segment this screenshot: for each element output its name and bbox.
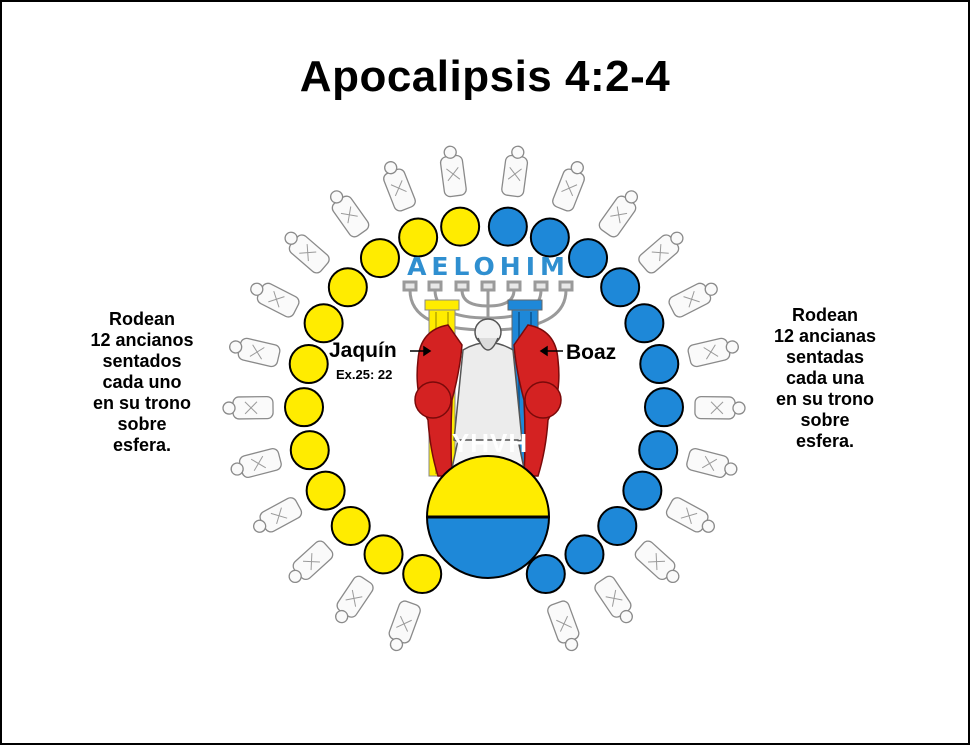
elder-sphere: [402, 554, 443, 595]
elder-right: [487, 145, 529, 247]
left-text-line: cada uno: [102, 372, 182, 392]
elder-sphere: [568, 238, 609, 279]
elder-figure-icon: [439, 145, 467, 198]
right-text-line: esfera.: [795, 431, 855, 451]
elder-sphere: [529, 217, 570, 258]
left-text-line: sobre: [117, 414, 167, 434]
jaquin-label: Jaquín: [329, 339, 397, 362]
right-text-line: cada una: [785, 368, 865, 388]
elder-left: [329, 190, 400, 279]
elder-sphere: [288, 344, 329, 385]
yhvh-label: YHVH: [451, 428, 529, 458]
jaquin-reference: Ex.25: 22: [336, 367, 393, 382]
elder-sphere: [284, 387, 325, 428]
elder-right: [564, 534, 633, 624]
elder-right: [639, 337, 739, 385]
elder-right: [568, 190, 639, 279]
elder-sphere: [303, 303, 344, 344]
right-text-line: sentadas: [785, 347, 865, 367]
elder-sphere: [327, 267, 368, 308]
elder-figure-icon: [665, 497, 715, 533]
elder-figure-icon: [638, 231, 684, 274]
elder-right: [525, 554, 580, 652]
elder-figure-icon: [687, 337, 739, 368]
elder-right: [597, 505, 680, 584]
elders-ring: [222, 145, 746, 652]
left-description: Rodean 12 ancianos sentados cada uno en …: [62, 309, 222, 456]
throne-sphere: [425, 455, 551, 579]
elder-sphere: [639, 344, 680, 385]
page-title: Apocalipsis 4:2-4: [299, 52, 671, 101]
boaz-label: Boaz: [566, 341, 617, 364]
elder-figure-icon: [284, 231, 330, 274]
elder-left: [253, 470, 346, 533]
elder-figure-icon: [686, 447, 738, 478]
elder-figure-icon: [598, 190, 639, 238]
right-text-line: en su trono: [776, 389, 874, 409]
right-text-line: 12 ancianas: [773, 326, 877, 346]
elder-figure-icon: [594, 575, 633, 624]
elder-left: [383, 161, 439, 258]
elder-figure-icon: [230, 447, 282, 478]
elder-figure-icon: [329, 190, 370, 238]
elder-left: [250, 282, 344, 344]
elder-sphere: [330, 505, 371, 546]
right-text-line: Rodean: [791, 305, 858, 325]
elder-figure-icon: [694, 395, 746, 420]
elder-sphere: [624, 303, 665, 344]
elder-sphere: [363, 534, 404, 575]
elder-left: [388, 554, 443, 652]
elder-figure-icon: [288, 540, 334, 584]
elder-left: [222, 387, 325, 428]
elder-right: [600, 231, 684, 308]
elder-figure-icon: [501, 145, 529, 198]
elder-right: [529, 161, 585, 258]
elder-figure-icon: [388, 600, 421, 652]
elder-figure-icon: [634, 540, 680, 584]
left-text-line: Rodean: [108, 309, 175, 329]
left-text-line: 12 ancianos: [90, 330, 194, 350]
elder-sphere: [487, 206, 528, 247]
elder-left: [284, 231, 368, 308]
elder-sphere: [600, 267, 641, 308]
elder-right: [643, 387, 746, 428]
elder-figure-icon: [668, 282, 718, 318]
left-text-line: esfera.: [112, 435, 172, 455]
elder-sphere: [398, 217, 439, 258]
elder-figure-icon: [250, 282, 300, 318]
elder-sphere: [359, 238, 400, 279]
elder-sphere: [289, 430, 330, 471]
elder-sphere: [440, 206, 481, 247]
aelohim-label: AELOHIM: [407, 252, 570, 281]
elder-figure-icon: [335, 575, 374, 624]
elder-left: [335, 534, 404, 624]
elder-sphere: [305, 470, 346, 511]
left-text-line: sentados: [102, 351, 182, 371]
elder-left: [230, 430, 330, 478]
elder-sphere: [622, 470, 663, 511]
elder-figure-icon: [222, 395, 274, 420]
elder-right: [638, 430, 738, 478]
elder-figure-icon: [552, 161, 585, 212]
elder-sphere: [525, 554, 566, 595]
elder-left: [439, 145, 481, 247]
elder-right: [622, 470, 715, 533]
elder-sphere: [597, 505, 638, 546]
pointer-arrows: [410, 345, 563, 357]
elder-left: [229, 337, 329, 385]
elder-left: [288, 505, 371, 584]
right-text-line: sobre: [800, 410, 850, 430]
elder-figure-icon: [383, 161, 416, 212]
elder-figure-icon: [547, 600, 580, 652]
elder-figure-icon: [229, 337, 281, 368]
elder-sphere: [643, 387, 684, 428]
elder-right: [624, 282, 718, 344]
left-text-line: en su trono: [93, 393, 191, 413]
right-description: Rodean 12 ancianas sentadas cada una en …: [745, 305, 905, 452]
elder-figure-icon: [253, 497, 303, 533]
elder-sphere: [564, 534, 605, 575]
elder-sphere: [638, 430, 679, 471]
cherubim-icon: [414, 324, 562, 477]
